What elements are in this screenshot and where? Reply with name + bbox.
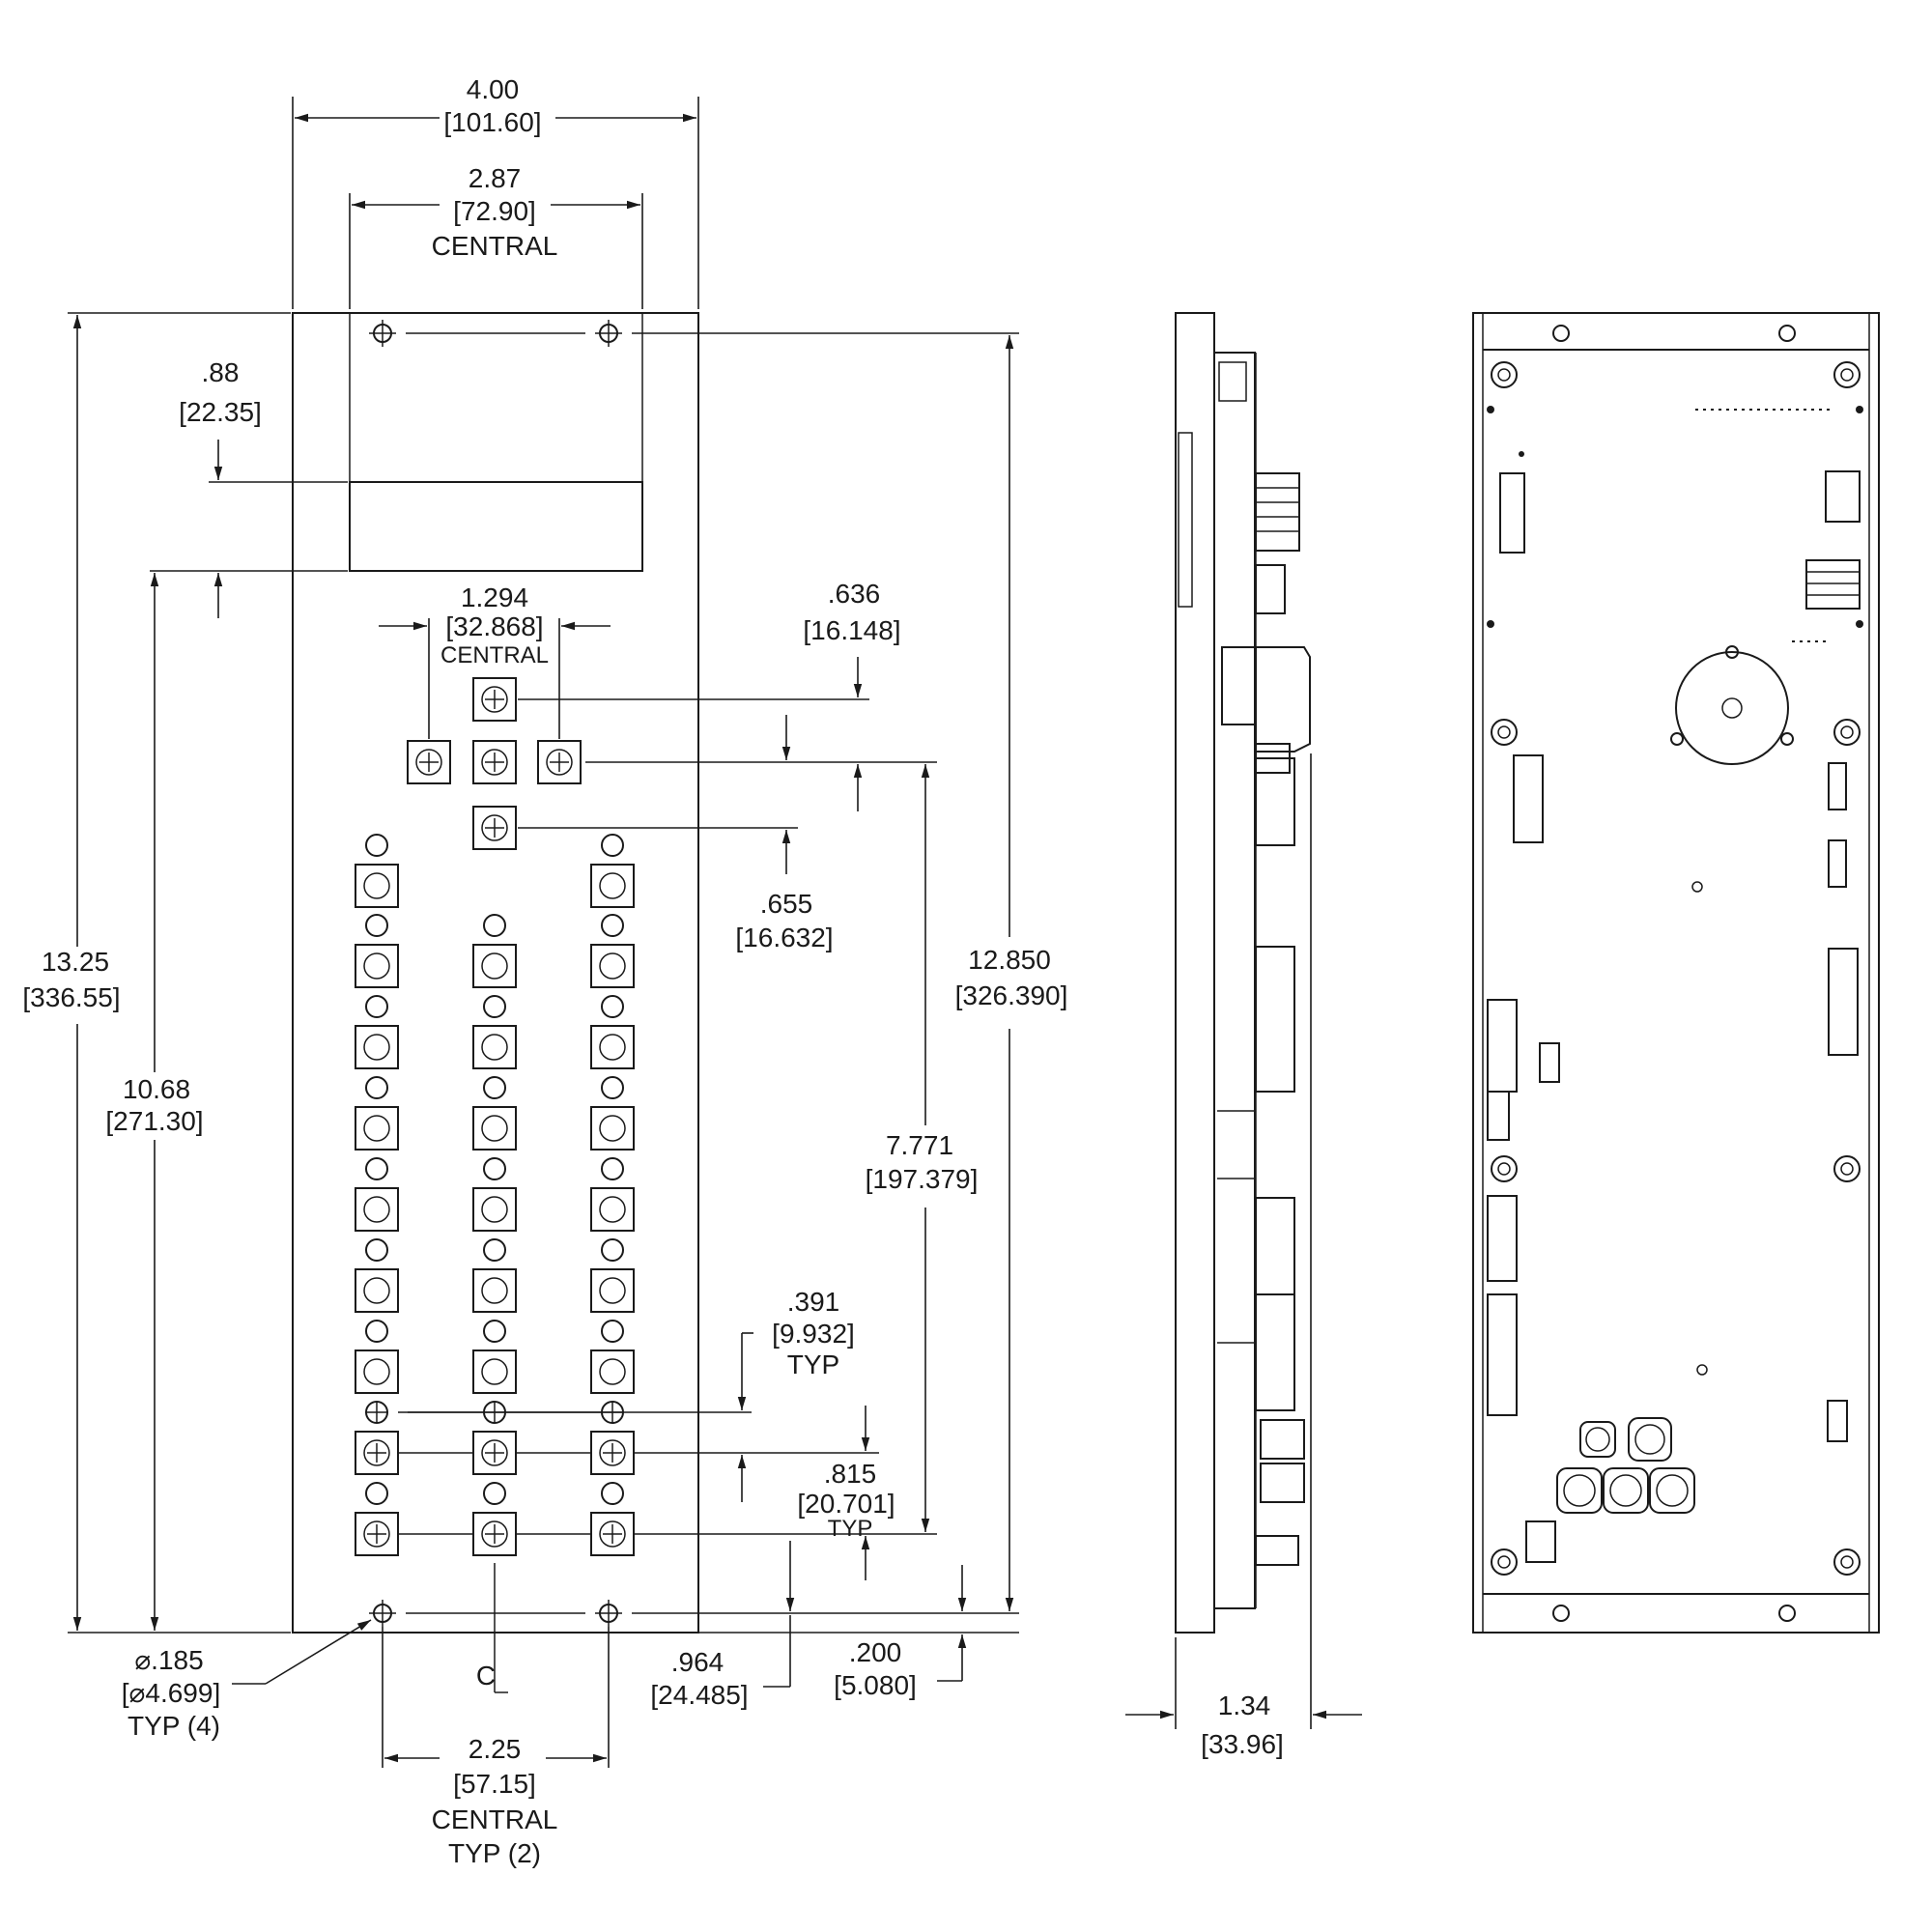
dim-636-mm: [16.148] [803,615,900,645]
key-matrix [355,834,635,1394]
front-view: C [292,312,699,1693]
dim-1294-in: 1.294 [461,582,528,612]
nav-key-down [472,806,517,850]
rear-connector-6 [1487,999,1518,1093]
dim-7771-in: 7.771 [886,1130,953,1160]
dim-391-note: TYP [787,1350,839,1379]
dim-964-mm: [24.485] [650,1680,748,1710]
rear-connector-5 [1828,948,1859,1056]
dim-1068-mm: [271.30] [105,1106,203,1136]
dim-225-note2: TYP (2) [448,1838,541,1868]
nav-key-center [472,740,517,784]
dim-225-in: 2.25 [469,1734,522,1764]
dim-815-in: .815 [824,1459,877,1489]
mount-hole-bottom-left [369,1600,396,1627]
dim-hole-mm: [⌀4.699] [122,1678,220,1708]
dimensions: 4.00 [101.60] 2.87 [72.90] CENTRAL .88 [… [22,74,1067,1868]
rear-connector-8 [1487,1293,1518,1416]
dim-depth-mm: [33.96] [1201,1729,1284,1759]
rear-buzzer [1670,645,1794,765]
side-connector-5 [1255,1197,1295,1295]
mount-hole-bottom-right [595,1600,622,1627]
rear-connector-1 [1499,472,1525,554]
dim-088-in: .88 [202,357,240,387]
side-connector-4 [1255,946,1295,1093]
dim-hole-in: ⌀.185 [134,1645,203,1675]
nav-key-up [472,677,517,722]
dim-7771-mm: [197.379] [866,1164,979,1194]
display-window [349,481,643,572]
dim-655-mm: [16.632] [735,923,833,952]
side-jack-1 [1260,1419,1305,1460]
dim-655-in: .655 [760,889,813,919]
dim-depth-in: 1.34 [1218,1690,1271,1720]
rear-view [1472,312,1880,1634]
centerline-mark: C [476,1661,496,1690]
dim-200-mm: [5.080] [834,1670,917,1700]
rear-connector-3 [1805,559,1861,610]
mount-hole-top-left [369,320,396,347]
dim-1068-in: 10.68 [123,1074,190,1104]
rear-connector-2 [1825,470,1861,523]
panel-outline [292,312,699,1634]
key-column-middle [472,914,517,1394]
dim-815-mm: [20.701] [797,1489,895,1519]
dim-height-mm: [336.55] [22,982,120,1012]
side-view: 1.34 [33.96] [1125,312,1362,1759]
dim-1294-note: CENTRAL [440,642,549,668]
key-column-left [355,834,399,1394]
dim-12850-mm: [326.390] [955,980,1068,1010]
dim-central-width-in: 2.87 [469,163,522,193]
function-keys [355,1401,635,1556]
side-faceplate [1175,312,1215,1634]
side-connector-2 [1255,564,1286,614]
side-connector-6 [1255,1293,1295,1411]
dim-central-width-mm: [72.90] [453,196,536,226]
rear-outline [1472,312,1880,1634]
dim-1294-mm: [32.868] [445,611,543,641]
dim-width-mm: [101.60] [443,107,541,137]
rear-connector-9 [1525,1520,1556,1563]
side-pcb [1213,352,1256,1609]
dim-height-in: 13.25 [42,947,109,977]
rear-standoffs [1491,361,1861,1576]
nav-key-left [407,740,451,784]
dim-636-in: .636 [828,579,881,609]
dim-964-in: .964 [671,1647,724,1677]
mount-hole-top-right [595,320,622,347]
dim-225-mm: [57.15] [453,1769,536,1799]
dim-225-note1: CENTRAL [432,1804,558,1834]
side-connector-3 [1255,757,1295,846]
rear-jacks [1556,1417,1695,1514]
dim-391-mm: [9.932] [772,1319,855,1349]
dim-central-width-note: CENTRAL [432,231,558,261]
dim-12850-in: 12.850 [968,945,1051,975]
dim-200-in: .200 [849,1637,902,1667]
key-column-right [590,834,635,1394]
side-connector-1 [1255,472,1300,552]
nav-key-right [537,740,582,784]
dim-width-in: 4.00 [467,74,520,104]
rear-connector-4 [1513,754,1544,843]
dim-088-mm: [22.35] [179,397,262,427]
dim-391-in: .391 [787,1287,840,1317]
side-jack-2 [1260,1463,1305,1503]
dim-815-note: TYP [828,1516,873,1542]
side-buzzer [1255,646,1311,753]
rear-connector-7 [1487,1195,1518,1282]
side-connector-7 [1255,1535,1299,1566]
dim-hole-note: TYP (4) [128,1711,220,1741]
